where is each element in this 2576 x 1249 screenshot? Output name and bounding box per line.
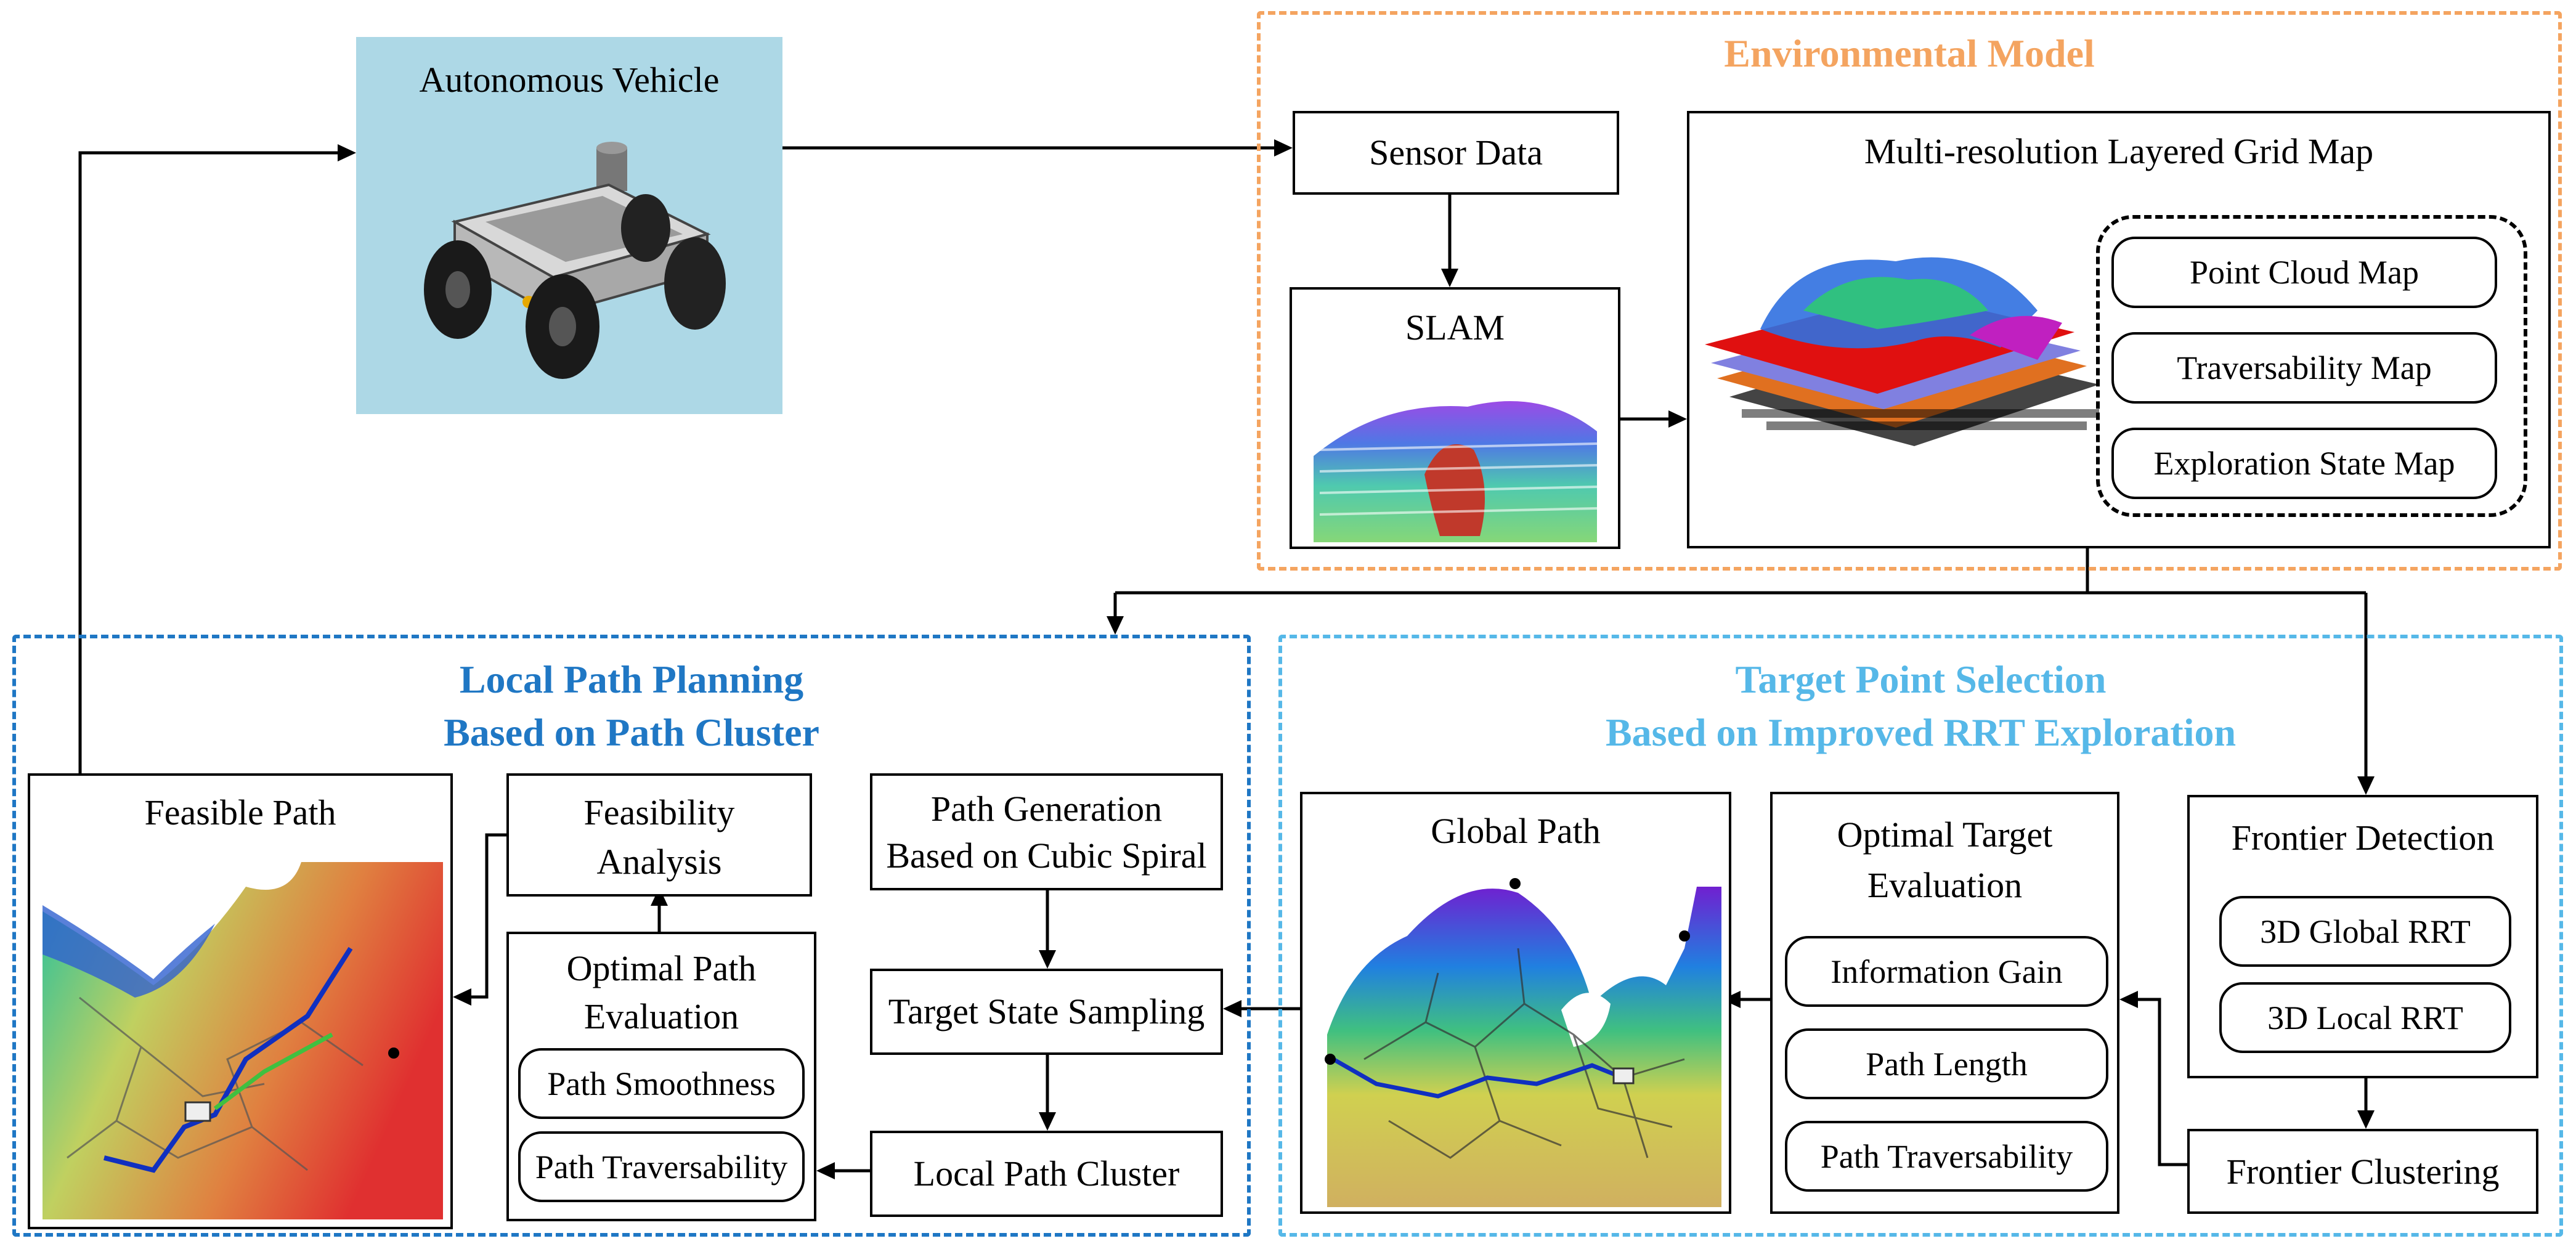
3d-local-rrt-label: 3D Local RRT bbox=[2219, 982, 2511, 1053]
sensor-label: Sensor Data bbox=[1369, 132, 1543, 173]
group-title-local-2: Based on Path Cluster bbox=[444, 710, 819, 754]
arrow-feas-to-feasiblepath bbox=[462, 833, 506, 999]
global-path-map-image bbox=[1325, 878, 1721, 1207]
optimal-target-line-1: Optimal Target bbox=[1837, 815, 2053, 855]
node-frontier-clustering: Frontier Clustering bbox=[2187, 1129, 2538, 1214]
node-feasibility-analysis: Feasibility Analysis bbox=[506, 773, 812, 897]
optimal-target-line-2: Evaluation bbox=[1867, 865, 2023, 905]
point-cloud-map-label: Point Cloud Map bbox=[2111, 237, 2497, 308]
feasibility-line-2: Analysis bbox=[596, 842, 722, 882]
slam-point-cloud-image bbox=[1314, 401, 1598, 542]
information-gain-label: Information Gain bbox=[1785, 936, 2108, 1007]
node-local-path-cluster: Local Path Cluster bbox=[870, 1131, 1223, 1217]
global-path-label: Global Path bbox=[1431, 811, 1601, 851]
vehicle-label: Autonomous Vehicle bbox=[419, 60, 720, 100]
slam-label: SLAM bbox=[1405, 307, 1505, 348]
node-multires-grid-map: Multi-resolution Layered Grid Map Point … bbox=[1687, 111, 2551, 548]
arrow-clust-to-opttarget bbox=[2129, 998, 2187, 1166]
path-gen-line-1: Path Generation bbox=[930, 789, 1163, 829]
node-optimal-path-evaluation: Optimal Path Evaluation Path Smoothness … bbox=[506, 932, 816, 1221]
optimal-path-line-1: Optimal Path bbox=[566, 948, 757, 988]
exploration-state-map-label: Exploration State Map bbox=[2111, 428, 2497, 499]
arrowheads bbox=[338, 139, 2375, 1179]
group-environmental-model bbox=[1257, 11, 2562, 571]
path-gen-line-2: Based on Cubic Spiral bbox=[886, 836, 1207, 876]
path-traversability-2-label: Path Traversability bbox=[1785, 1121, 2108, 1192]
node-sensor-data: Sensor Data bbox=[1293, 111, 1619, 195]
node-optimal-target-evaluation: Optimal Target Evaluation Information Ga… bbox=[1770, 792, 2119, 1214]
layer-maps-container bbox=[2096, 215, 2527, 517]
3d-global-rrt-label: 3D Global RRT bbox=[2219, 896, 2511, 967]
node-path-generation: Path Generation Based on Cubic Spiral bbox=[870, 773, 1223, 890]
group-title-target-1: Target Point Selection bbox=[1735, 657, 2107, 701]
feasible-path-map-image bbox=[43, 862, 443, 1219]
node-feasible-path: Feasible Path bbox=[28, 773, 453, 1229]
frontier-clustering-label: Frontier Clustering bbox=[2226, 1152, 2500, 1192]
node-slam: SLAM bbox=[1290, 287, 1620, 549]
layered-grid-map-image bbox=[1705, 257, 2099, 446]
group-local-path-planning bbox=[12, 635, 1251, 1237]
traversability-map-label: Traversability Map bbox=[2111, 332, 2497, 404]
group-title-target-2: Based on Improved RRT Exploration bbox=[1605, 710, 2237, 754]
path-traversability-label: Path Traversability bbox=[518, 1131, 805, 1202]
target-sampling-label: Target State Sampling bbox=[888, 991, 1205, 1031]
arrow-feasible-to-vehicle bbox=[78, 151, 345, 773]
path-length-label: Path Length bbox=[1785, 1028, 2108, 1099]
feasible-path-label: Feasible Path bbox=[144, 792, 336, 832]
local-cluster-label: Local Path Cluster bbox=[913, 1153, 1180, 1194]
robot-vehicle-icon bbox=[424, 142, 726, 379]
node-frontier-detection: Frontier Detection 3D Global RRT 3D Loca… bbox=[2187, 795, 2538, 1078]
frontier-detection-label: Frontier Detection bbox=[2231, 818, 2495, 858]
gridmap-label: Multi-resolution Layered Grid Map bbox=[1864, 131, 2374, 171]
node-global-path: Global Path bbox=[1300, 792, 1731, 1214]
arrow-grid-split bbox=[1113, 548, 2368, 783]
path-smoothness-label: Path Smoothness bbox=[518, 1048, 805, 1119]
node-autonomous-vehicle: Autonomous Vehicle bbox=[356, 37, 782, 414]
group-title-local-1: Local Path Planning bbox=[459, 657, 804, 701]
node-target-state-sampling: Target State Sampling bbox=[870, 969, 1223, 1055]
group-target-point-selection bbox=[1278, 635, 2563, 1237]
optimal-path-line-2: Evaluation bbox=[583, 996, 739, 1036]
feasibility-line-1: Feasibility bbox=[583, 792, 735, 832]
group-title-environmental: Environmental Model bbox=[1724, 31, 2095, 75]
